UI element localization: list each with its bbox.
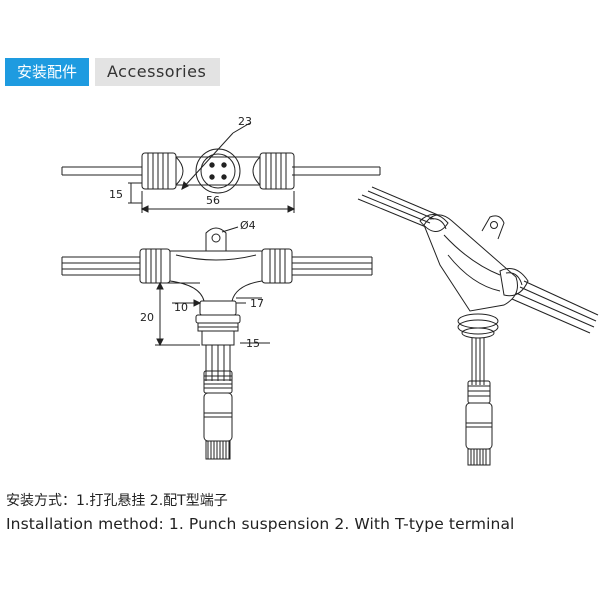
header-title-cn: 安装配件 — [5, 58, 90, 86]
dim-height-left: 15 — [109, 188, 123, 201]
dim-hole: Ø4 — [240, 219, 256, 232]
caption-en: Installation method: 1. Punch suspension… — [6, 515, 515, 533]
header-title-en: Accessories — [95, 58, 221, 86]
isometric-view — [357, 186, 599, 466]
section-header: 安装配件 Accessories — [5, 58, 221, 86]
dim-neck-width: 10 — [174, 301, 188, 314]
dim-diameter-top: 23 — [238, 115, 252, 128]
top-view — [61, 122, 381, 213]
dim-branch-height: 20 — [140, 311, 154, 324]
dim-length: 56 — [206, 194, 220, 207]
dim-branch-width: 15 — [246, 337, 260, 350]
dim-arm-length: 17 — [250, 297, 264, 310]
caption-cn: 安装方式：1.打孔悬挂 2.配T型端子 — [6, 493, 228, 509]
technical-drawing: 23 15 56 — [61, 115, 599, 466]
front-view — [61, 226, 373, 460]
